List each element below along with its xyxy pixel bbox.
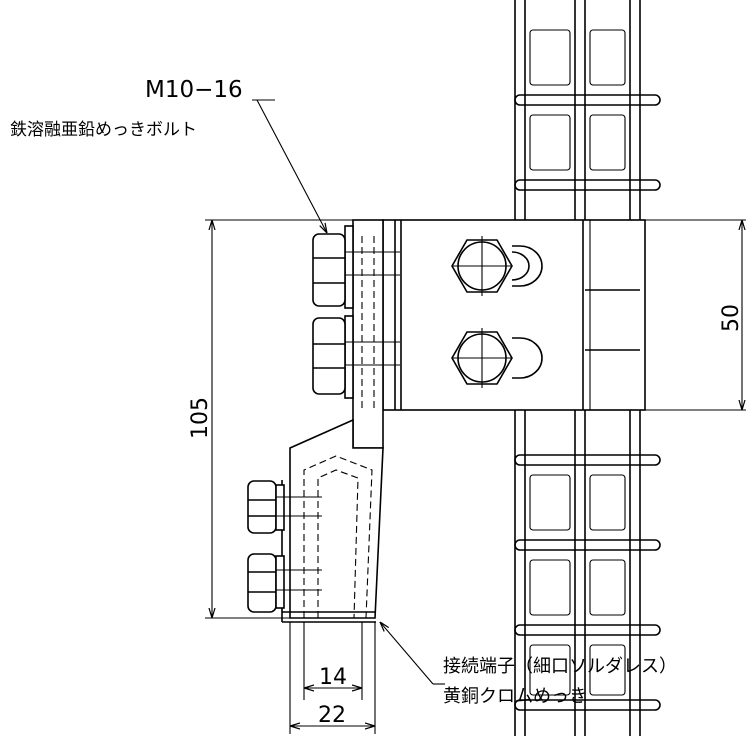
dimension-50: 50: [645, 219, 746, 411]
terminal-bolt-upper: [247, 480, 322, 534]
dimension-50-label: 50: [719, 304, 744, 332]
terminal-callout: 接続端子（細口ソルダレス） 黄銅クロムめっき: [380, 622, 677, 707]
terminal-finish-label: 黄銅クロムめっき: [443, 686, 587, 707]
bolt-material-label: 鉄溶融亜鉛めっきボルト: [10, 120, 197, 140]
ladder-rungs: [514, 29, 661, 711]
dimension-14: 14: [303, 622, 363, 700]
terminal-name-label: 接続端子（細口ソルダレス）: [443, 656, 677, 677]
clamp-bolt-upper: [451, 236, 543, 296]
bolt-callout: M10−16 鉄溶融亜鉛めっきボルト: [10, 77, 327, 233]
clamp-bolt-lower: [451, 328, 543, 388]
dimension-22: 22: [289, 622, 376, 734]
clamp-body: [382, 219, 646, 411]
plate-bolt-lower: [312, 317, 346, 395]
dimension-14-label: 14: [319, 665, 347, 690]
connection-terminal: [281, 418, 384, 623]
plate-bolt-upper: [312, 233, 346, 307]
dimension-105: 105: [188, 219, 353, 619]
bolt-size-label: M10−16: [145, 77, 243, 103]
dimension-105-label: 105: [188, 397, 213, 439]
terminal-bolt-lower: [247, 553, 322, 613]
dimension-22-label: 22: [318, 703, 346, 728]
